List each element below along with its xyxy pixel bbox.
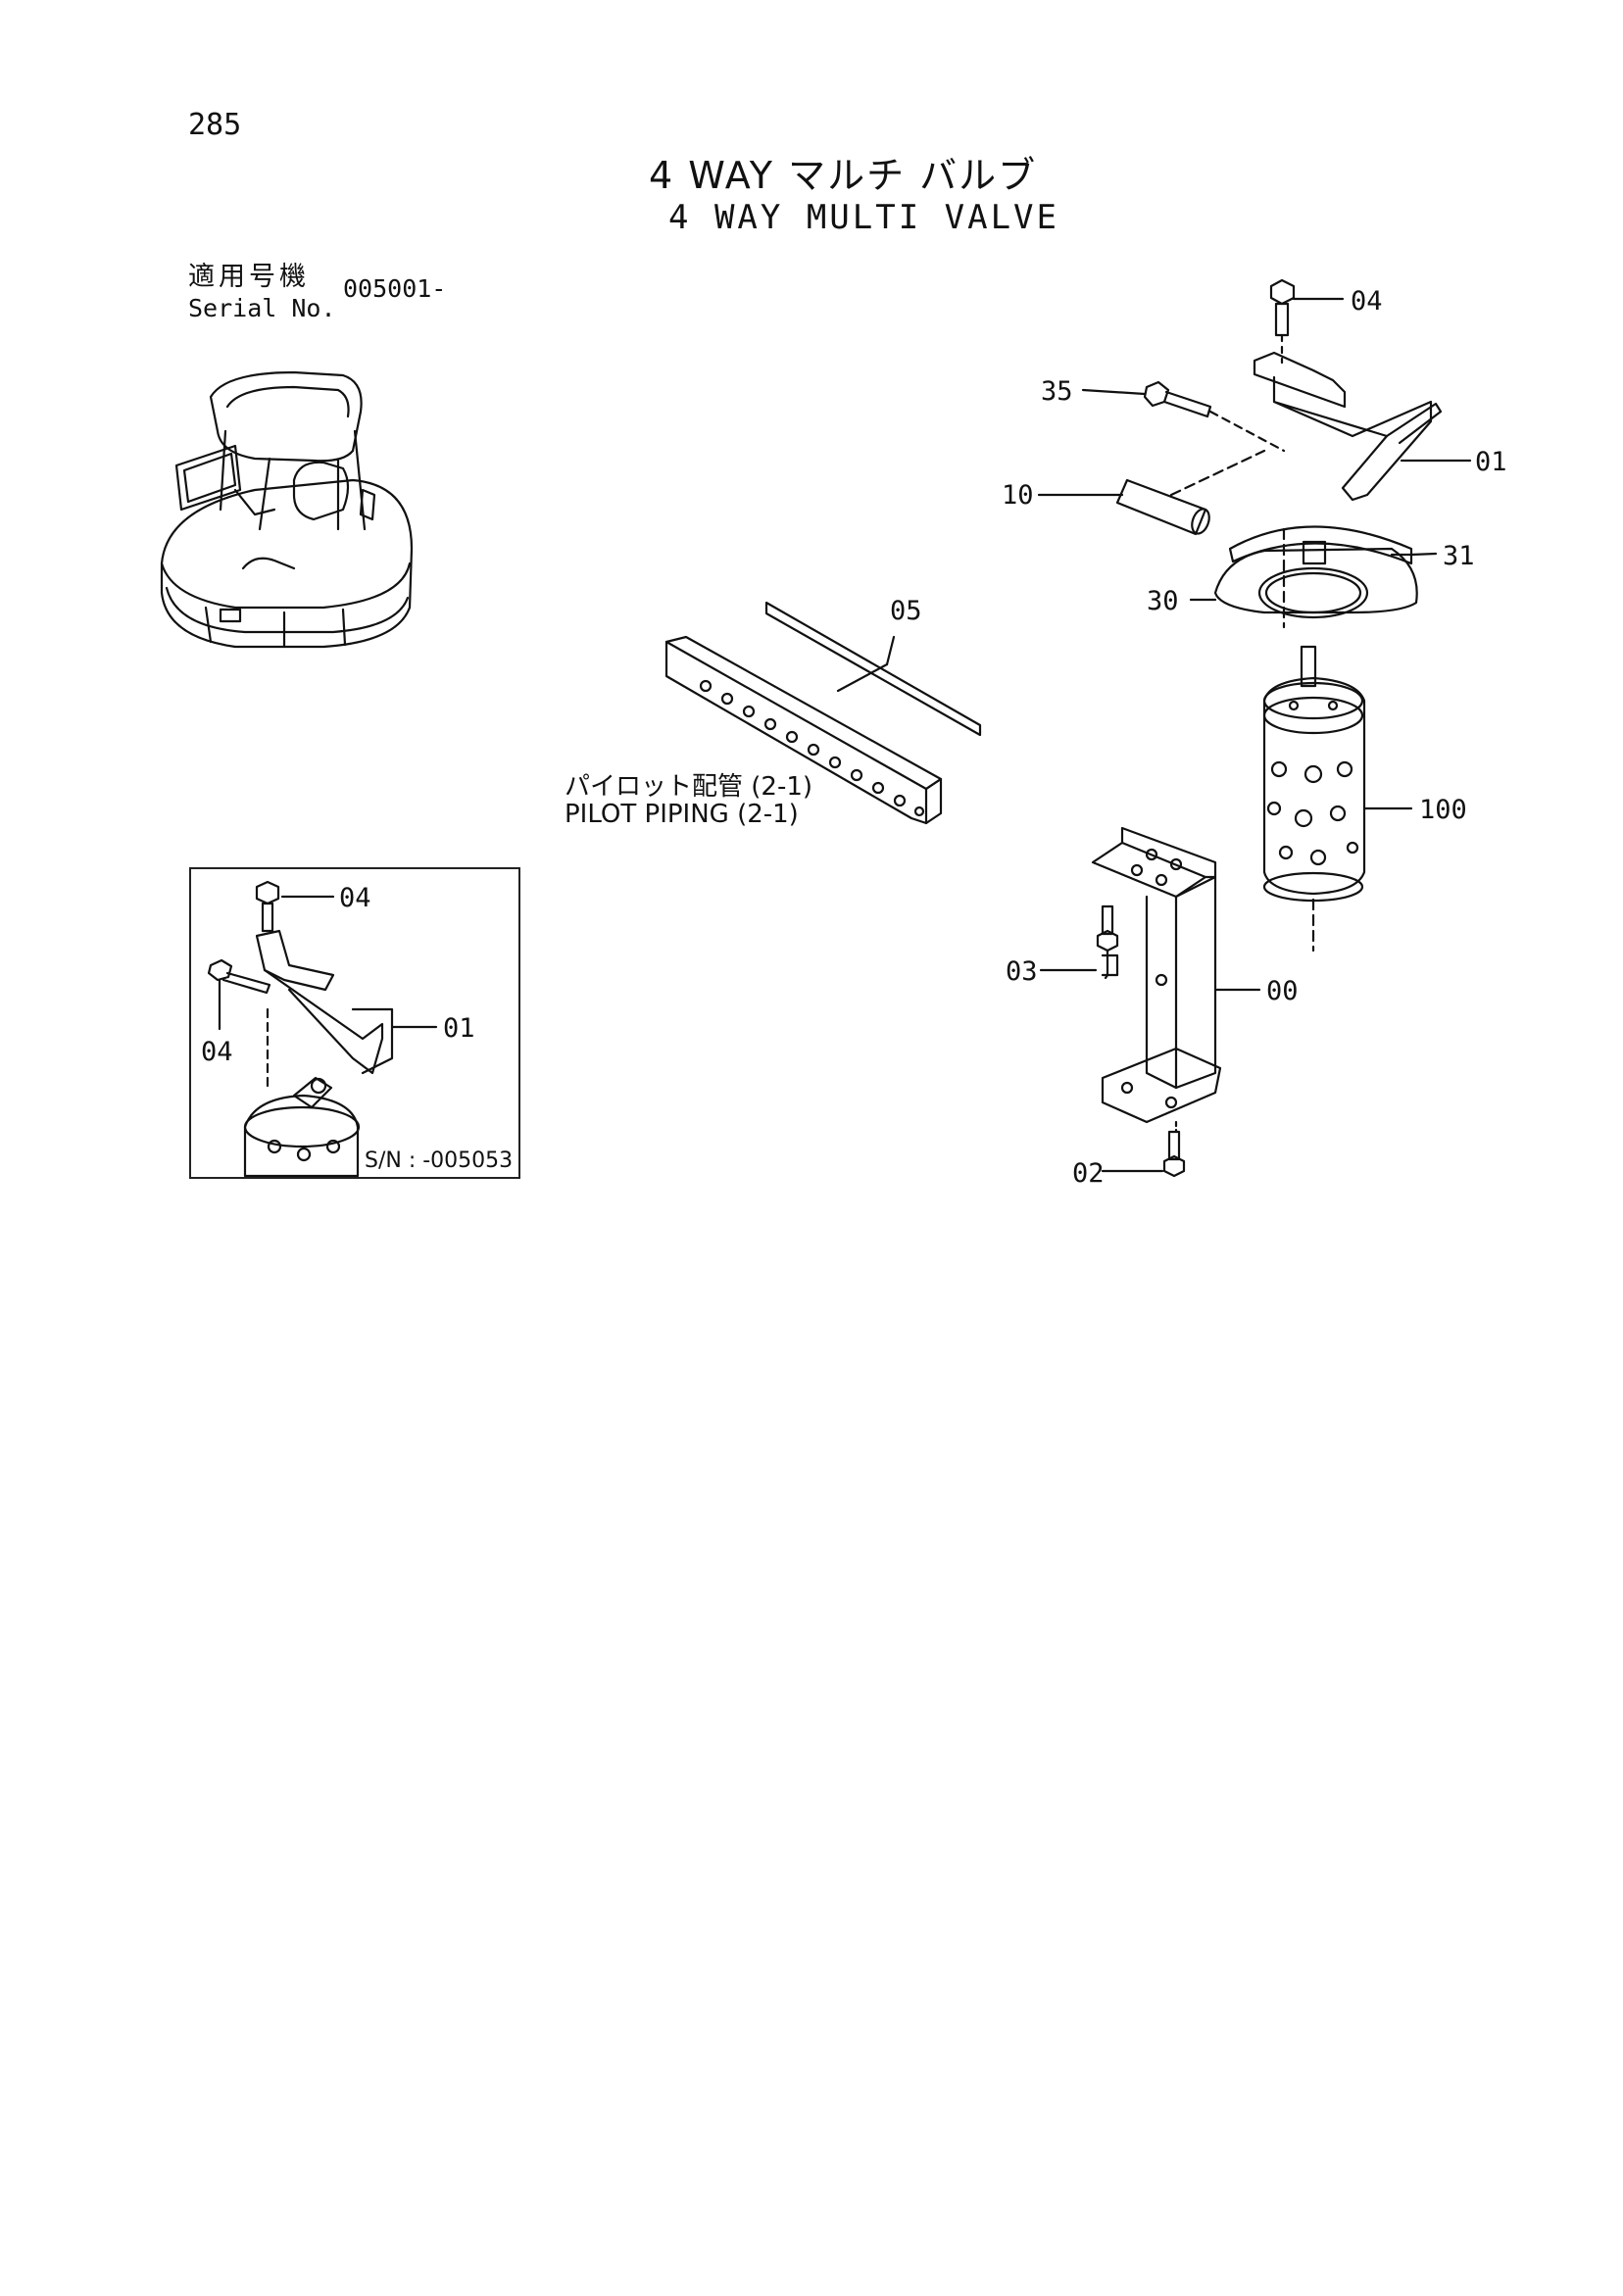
serial-label-japanese: 適用号機 bbox=[188, 262, 310, 292]
inset-detail-illustration bbox=[207, 880, 438, 1178]
inset-detail-frame bbox=[189, 867, 520, 1179]
page-title-japanese: 4 WAY マルチ バルブ bbox=[649, 154, 1038, 197]
serial-range: 005001- bbox=[343, 274, 447, 303]
serial-label-english: Serial No. bbox=[188, 294, 336, 322]
callout-100: 100 bbox=[1419, 795, 1467, 825]
callout-10: 10 bbox=[1002, 480, 1034, 511]
callout-30: 30 bbox=[1147, 586, 1179, 616]
inset-callout-01: 01 bbox=[443, 1013, 475, 1044]
callout-02: 02 bbox=[1072, 1158, 1105, 1189]
inset-callout-04-left: 04 bbox=[201, 1037, 233, 1067]
callout-05: 05 bbox=[890, 596, 922, 626]
callout-01: 01 bbox=[1475, 447, 1507, 477]
reference-label-japanese: パイロット配管 (2-1) bbox=[565, 772, 813, 802]
bracket-05 bbox=[664, 601, 982, 825]
callout-00: 00 bbox=[1266, 976, 1299, 1006]
reference-label-english: PILOT PIPING (2-1) bbox=[565, 800, 799, 829]
callout-35: 35 bbox=[1041, 376, 1073, 407]
page-title-english: 4 WAY MULTI VALVE bbox=[668, 198, 1059, 237]
callout-31: 31 bbox=[1443, 541, 1475, 571]
machine-overview-illustration bbox=[160, 370, 414, 649]
callout-03: 03 bbox=[1006, 956, 1038, 987]
inset-serial-note: S/N : -005053 bbox=[365, 1148, 514, 1173]
callout-04: 04 bbox=[1351, 286, 1383, 317]
valve-assembly bbox=[1037, 278, 1472, 1178]
inset-callout-04-top: 04 bbox=[339, 883, 371, 913]
page-number: 285 bbox=[188, 108, 242, 142]
